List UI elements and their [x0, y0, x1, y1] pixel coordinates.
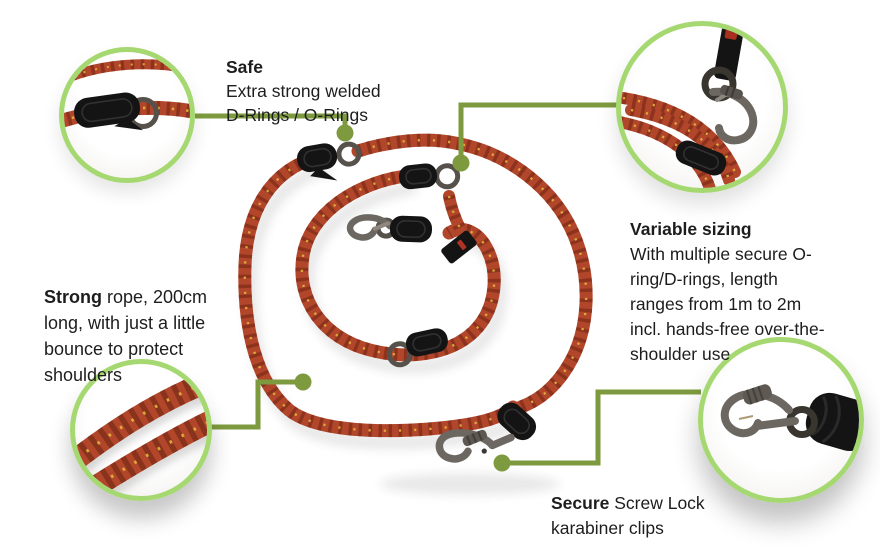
brand-tag [441, 230, 477, 264]
welded-d-ring-fitting-top-left [297, 141, 362, 181]
screw-barrel [742, 384, 772, 405]
rope-texture-detail-circle [70, 359, 212, 501]
d-ring-detail-circle [59, 47, 195, 183]
karabiner-hook [709, 84, 758, 145]
leash-end-sleeve [497, 402, 537, 441]
d-ring-fitting-bottom-middle [386, 328, 448, 368]
engraving [738, 415, 754, 420]
callout-secure-body: Screw Lock karabiner clips [551, 493, 705, 538]
variable-sizing-callout-line [452, 102, 617, 172]
black-sleeve [74, 92, 144, 131]
screw-lock-detail-circle [698, 337, 864, 503]
screw-lock-karabiner [720, 384, 799, 438]
callout-secure: Secure Screw Lock karabiner clips [551, 466, 751, 541]
callout-strong: Strong rope, 200cm long, with just a lit… [44, 258, 229, 388]
middle-karabiner-clip [346, 214, 433, 243]
rope-strand-top [67, 59, 190, 81]
callout-safe-title: Safe [226, 57, 263, 77]
karabiner-detail-circle [616, 21, 788, 193]
secure-callout-line [493, 389, 701, 472]
safe-callout-line [195, 113, 354, 142]
rope-end-sleeve [805, 392, 859, 452]
callout-safe-body: Extra strong welded D-Rings / O-Rings [226, 81, 381, 125]
ground-shadow [380, 473, 560, 495]
strong-callout-line [211, 373, 312, 430]
webbing-strap [714, 26, 744, 81]
callout-strong-body: rope, 200cm long, with just a little bou… [44, 287, 208, 385]
end-karabiner-clip [435, 429, 515, 463]
callout-variable-sizing-title: Variable sizing [630, 219, 752, 239]
black-sleeve [675, 140, 727, 176]
callout-strong-lead: Strong [44, 287, 102, 307]
callout-secure-lead: Secure [551, 493, 610, 513]
callout-variable-sizing-body: With multiple secure O- ring/D-rings, le… [630, 244, 825, 364]
o-ring-fitting-top-middle [398, 163, 461, 190]
